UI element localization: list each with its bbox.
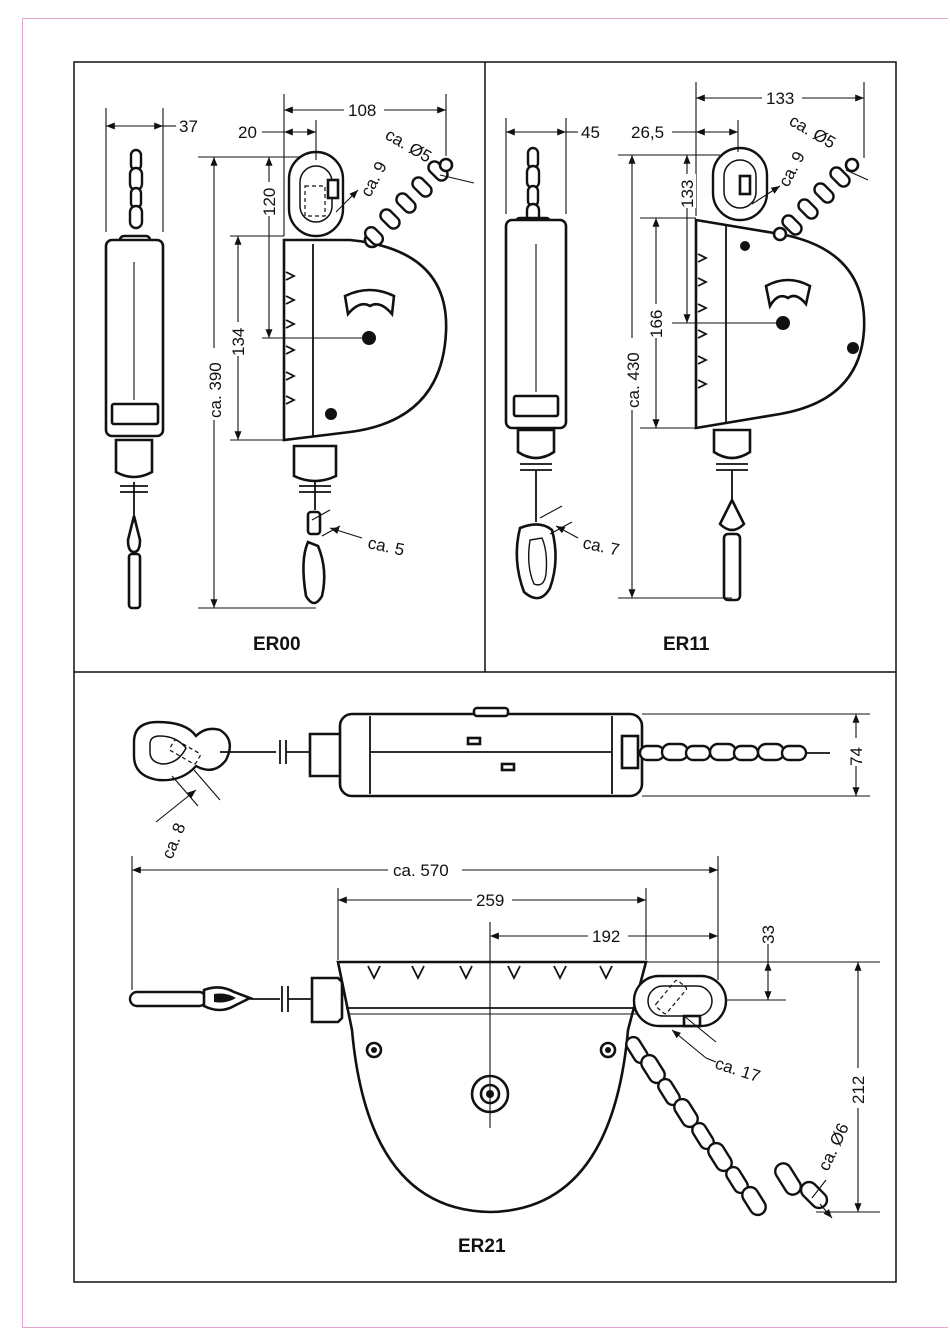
er11-dim-body-height: 166 [647, 310, 666, 338]
er11-dim-offset-hook: 26,5 [631, 123, 664, 142]
er11-dim-total-height: ca. 430 [624, 352, 643, 408]
er11-dim-width-total: 133 [766, 89, 794, 108]
er00-dim-offset-hook: 20 [238, 123, 257, 142]
er11-dim-chain-wire: ca. Ø5 [786, 111, 839, 153]
er21-dim-hook-wire: ca. 17 [713, 1054, 763, 1086]
er11-dim-width-side: 45 [581, 123, 600, 142]
er00-dim-width-side: 37 [179, 117, 198, 136]
er00-front-view [284, 152, 452, 603]
er00-dim-chain-wire: ca. Ø5 [382, 125, 435, 167]
er21-title: ER21 [458, 1236, 506, 1257]
er11-dim-hook-wire: ca. 9 [775, 148, 809, 189]
er00-dim-total-height: ca. 390 [206, 362, 225, 418]
er11-dim-cable: ca. 7 [581, 533, 621, 559]
er11-front-view [696, 148, 864, 600]
er21-dim-total-length: ca. 570 [393, 861, 449, 880]
er00-title: ER00 [253, 634, 301, 655]
er00-dim-hook-height: 120 [260, 188, 279, 216]
er21-dim-body-height: 212 [849, 1076, 868, 1104]
er11-dim-hook-height: 133 [678, 180, 697, 208]
er00-dim-width-total: 108 [348, 101, 376, 120]
er11-title: ER11 [663, 634, 710, 655]
er21-dim-depth: 74 [847, 747, 866, 766]
er21-front-view [130, 962, 830, 1218]
er21-dim-body-width: 259 [476, 891, 504, 910]
er21-dim-snap-hook: ca. 8 [158, 820, 189, 861]
er21-dim-chain-wire: ca. Ø6 [814, 1120, 852, 1173]
er21-dim-center-offset: 192 [592, 927, 620, 946]
er00-dim-cable: ca. 5 [366, 533, 406, 559]
er21-top-view [134, 708, 830, 796]
er00-dim-body-height: 134 [229, 328, 248, 356]
er00-dim-hook-wire: ca. 9 [357, 158, 391, 199]
er00-side-view [106, 150, 163, 608]
er21-dim-hook-offset: 33 [759, 925, 778, 944]
